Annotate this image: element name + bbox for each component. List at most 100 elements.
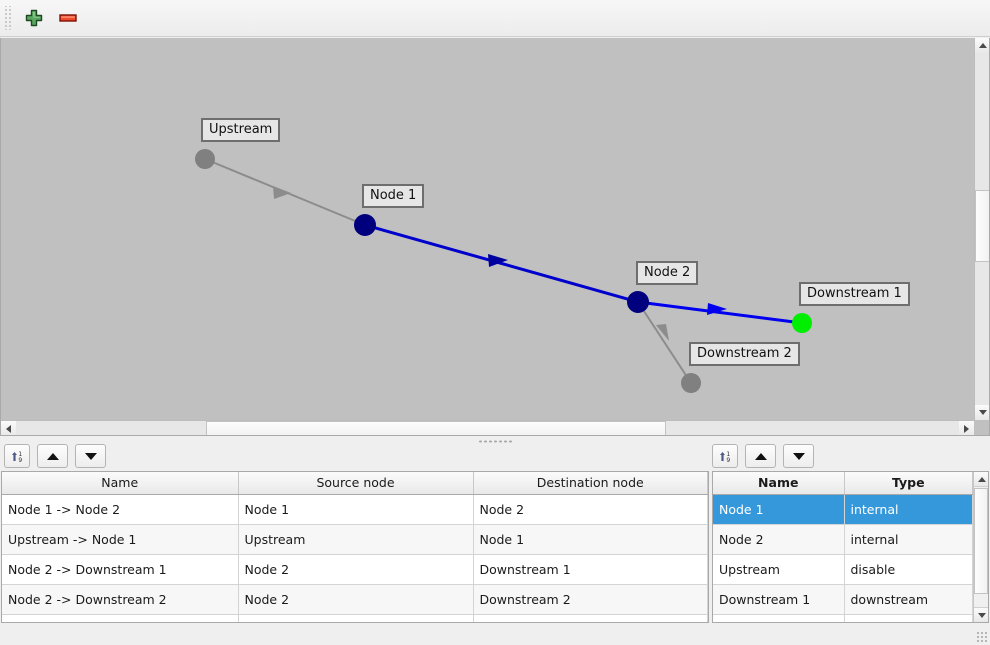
graph-scroll-down-button[interactable] bbox=[975, 405, 989, 420]
nodes-scroll-down-button[interactable] bbox=[974, 607, 988, 622]
graph-vscroll-thumb[interactable] bbox=[975, 190, 989, 262]
nodes-table-cell[interactable]: Node 1 bbox=[713, 494, 845, 525]
graph-edge-node1-node2[interactable] bbox=[364, 223, 639, 304]
edges-table-cell[interactable]: Downstream 2 bbox=[473, 584, 708, 615]
nodes-table-empty-cell bbox=[713, 614, 845, 622]
graph-node-label-upstream[interactable]: Upstream bbox=[201, 118, 281, 142]
nodes-table-cell[interactable]: internal bbox=[844, 524, 973, 555]
graph-node-downstream1[interactable] bbox=[792, 313, 812, 333]
triangle-down-icon bbox=[84, 452, 97, 460]
svg-text:1: 1 bbox=[726, 451, 730, 458]
nodes-table-cell[interactable]: Downstream 1 bbox=[713, 584, 845, 615]
remove-node-button[interactable] bbox=[53, 3, 83, 33]
edges-table-cell[interactable]: Node 2 bbox=[238, 584, 474, 615]
edges-table-cell[interactable]: Node 2 bbox=[238, 554, 474, 585]
edges-sort-button[interactable]: 1 9 bbox=[4, 444, 30, 468]
window-size-grip[interactable] bbox=[976, 631, 988, 643]
edges-table-empty-cell bbox=[473, 614, 708, 622]
edges-table-column-header-2[interactable]: Destination node bbox=[473, 472, 708, 495]
edges-table-toolbar: 1 9 bbox=[4, 443, 106, 469]
graph-edge-arrow-node2-downstream1 bbox=[707, 303, 727, 315]
nodes-move-down-button[interactable] bbox=[783, 444, 814, 468]
edges-move-up-button[interactable] bbox=[37, 444, 68, 468]
nodes-move-up-button[interactable] bbox=[745, 444, 776, 468]
triangle-down-icon bbox=[977, 612, 986, 618]
graph-scroll-up-button[interactable] bbox=[975, 38, 989, 53]
nodes-scroll-up-button[interactable] bbox=[974, 472, 988, 487]
edges-table-cell[interactable]: Node 1 bbox=[238, 494, 474, 525]
svg-text:9: 9 bbox=[18, 457, 22, 464]
edges-table-cell[interactable]: Node 2 -> Downstream 2 bbox=[2, 584, 239, 615]
svg-text:9: 9 bbox=[726, 457, 730, 464]
edges-move-down-button[interactable] bbox=[75, 444, 106, 468]
graph-vertical-scrollbar[interactable] bbox=[974, 38, 989, 420]
nodes-table-scrollbar[interactable] bbox=[973, 472, 988, 622]
graph-scroll-right-button[interactable] bbox=[959, 421, 974, 435]
toolbar-drag-grip[interactable] bbox=[3, 6, 13, 30]
triangle-up-icon bbox=[978, 43, 987, 48]
triangle-right-icon bbox=[964, 424, 969, 433]
edges-table-empty-row bbox=[2, 614, 708, 622]
nodes-table-cell[interactable]: disable bbox=[844, 554, 973, 585]
graph-node-label-node2[interactable]: Node 2 bbox=[636, 261, 699, 285]
plus-icon bbox=[25, 9, 43, 27]
nodes-table-cell[interactable]: Node 2 bbox=[713, 524, 845, 555]
graph-node-node2[interactable] bbox=[627, 291, 649, 313]
panel-splitter[interactable] bbox=[0, 437, 990, 446]
triangle-up-icon bbox=[46, 452, 59, 460]
edges-table-cell[interactable]: Node 1 bbox=[473, 524, 708, 555]
nodes-table-empty-cell bbox=[844, 614, 973, 622]
graph-node-label-downstream1[interactable]: Downstream 1 bbox=[799, 282, 910, 306]
edges-table-cell[interactable]: Upstream bbox=[238, 524, 474, 555]
graph-node-label-node1[interactable]: Node 1 bbox=[362, 184, 425, 208]
minus-icon bbox=[59, 14, 77, 22]
nodes-scroll-thumb[interactable] bbox=[974, 488, 988, 594]
graph-node-node1[interactable] bbox=[354, 214, 376, 236]
triangle-down-icon bbox=[792, 452, 805, 460]
sort-ascending-icon: 1 9 bbox=[11, 451, 22, 464]
triangle-left-icon bbox=[6, 424, 11, 433]
graph-view-panel[interactable]: Upstream Node 1 Node 2 Downstream 1 Down… bbox=[0, 38, 990, 436]
graph-edge-arrow-node1-node2 bbox=[488, 254, 508, 267]
edges-table-cell[interactable]: Node 1 -> Node 2 bbox=[2, 494, 239, 525]
nodes-table-cell[interactable]: Upstream bbox=[713, 554, 845, 585]
edges-table-cell[interactable]: Node 2 -> Downstream 1 bbox=[2, 554, 239, 585]
graph-node-label-downstream2[interactable]: Downstream 2 bbox=[689, 342, 800, 366]
edges-table-cell[interactable]: Upstream -> Node 1 bbox=[2, 524, 239, 555]
nodes-table-cell[interactable]: internal bbox=[844, 494, 973, 525]
graph-edge-node2-downstream2[interactable] bbox=[637, 301, 692, 384]
triangle-up-icon bbox=[977, 476, 986, 482]
edges-table-cell[interactable]: Node 2 bbox=[473, 494, 708, 525]
add-node-button[interactable] bbox=[19, 3, 49, 33]
nodes-table-column-header-1[interactable]: Type bbox=[844, 472, 973, 495]
graph-canvas[interactable] bbox=[1, 38, 976, 421]
graph-edge-node2-downstream1[interactable] bbox=[637, 300, 803, 325]
graph-horizontal-scrollbar[interactable] bbox=[1, 420, 974, 435]
graph-node-upstream[interactable] bbox=[195, 149, 215, 169]
svg-text:1: 1 bbox=[18, 451, 22, 458]
graph-edge-arrow-upstream-node1 bbox=[273, 186, 291, 199]
graph-scroll-left-button[interactable] bbox=[1, 421, 16, 435]
edges-table-column-header-1[interactable]: Source node bbox=[238, 472, 474, 495]
graph-node-downstream2[interactable] bbox=[681, 373, 701, 393]
edges-table-column-header-0[interactable]: Name bbox=[2, 472, 239, 495]
edges-table-cell[interactable]: Downstream 1 bbox=[473, 554, 708, 585]
edges-table-empty-cell bbox=[238, 614, 474, 622]
nodes-sort-button[interactable]: 1 9 bbox=[712, 444, 738, 468]
nodes-table-cell[interactable]: downstream bbox=[844, 584, 973, 615]
edges-table-empty-cell bbox=[2, 614, 239, 622]
graph-hscroll-thumb[interactable] bbox=[206, 421, 666, 435]
nodes-table-column-header-0[interactable]: Name bbox=[713, 472, 845, 495]
